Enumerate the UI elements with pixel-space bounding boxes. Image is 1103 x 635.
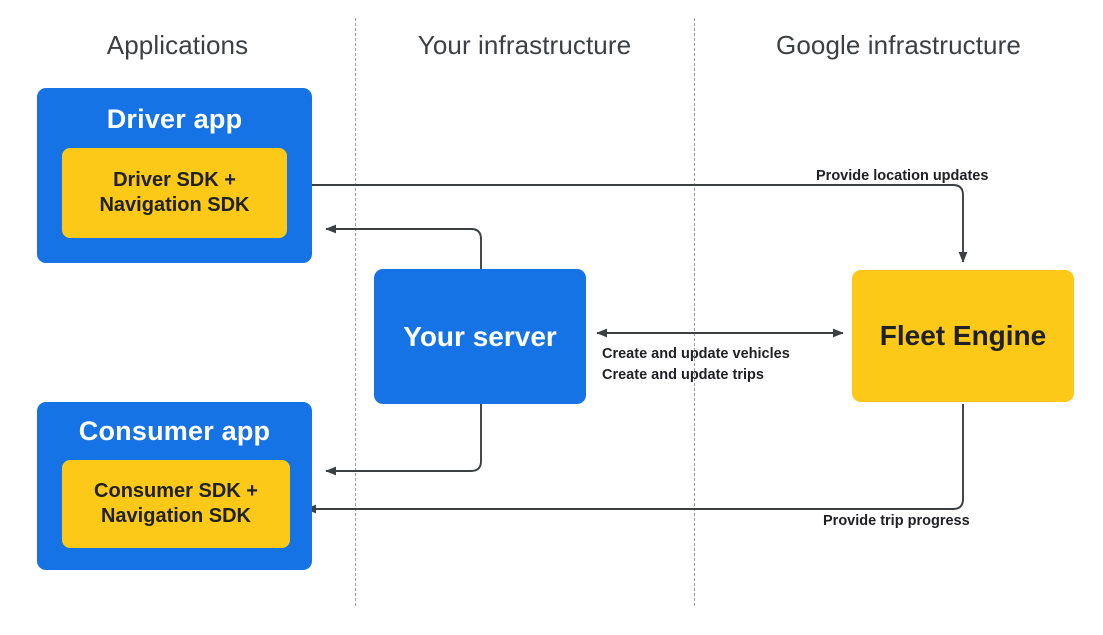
column-header-applications: Applications [106, 30, 249, 60]
column-divider-left [355, 18, 356, 606]
column-header-google-infrastructure: Google infrastructure [776, 30, 1021, 60]
node-consumer-app[interactable]: Consumer app Consumer SDK + Navigation S… [37, 402, 312, 570]
node-driver-sdk-line2: Navigation SDK [99, 194, 250, 216]
connector-trip-progress [305, 404, 964, 514]
connector-location-updates [292, 184, 968, 263]
node-your-server[interactable]: Your server [374, 269, 586, 404]
connector-label-line2: Create and update trips [602, 367, 764, 384]
column-header-your-infrastructure: Your infrastructure [417, 30, 632, 60]
connector-server-to-consumer [325, 404, 482, 476]
connector-label-line1: Create and update vehicles [602, 346, 790, 362]
node-driver-sdk[interactable]: Driver SDK + Navigation SDK [62, 148, 287, 238]
node-driver-sdk-label: Driver SDK + Navigation SDK [99, 168, 249, 218]
node-consumer-sdk-line2: Navigation SDK [100, 505, 252, 527]
connector-label-server-fleet-engine: Create and update vehicles Create and up… [602, 344, 790, 386]
connector-label-trip-progress: Provide trip progress [823, 513, 970, 529]
node-consumer-sdk[interactable]: Consumer SDK + Navigation SDK [62, 460, 290, 548]
node-your-server-label: Your server [403, 320, 557, 352]
node-consumer-app-title: Consumer app [78, 416, 271, 446]
connector-label-location-updates: Provide location updates [816, 168, 989, 184]
node-driver-app-title: Driver app [106, 104, 243, 134]
node-driver-app[interactable]: Driver app Driver SDK + Navigation SDK [37, 88, 312, 263]
node-fleet-engine[interactable]: Fleet Engine [852, 270, 1074, 402]
node-fleet-engine-label: Fleet Engine [879, 320, 1047, 351]
node-driver-sdk-line1: Driver SDK + [113, 169, 236, 191]
connector-server-to-driver [325, 224, 482, 269]
column-divider-right [694, 18, 695, 606]
node-consumer-sdk-label: Consumer SDK + Navigation SDK [94, 479, 258, 529]
node-consumer-sdk-line1: Consumer SDK + [94, 480, 258, 502]
